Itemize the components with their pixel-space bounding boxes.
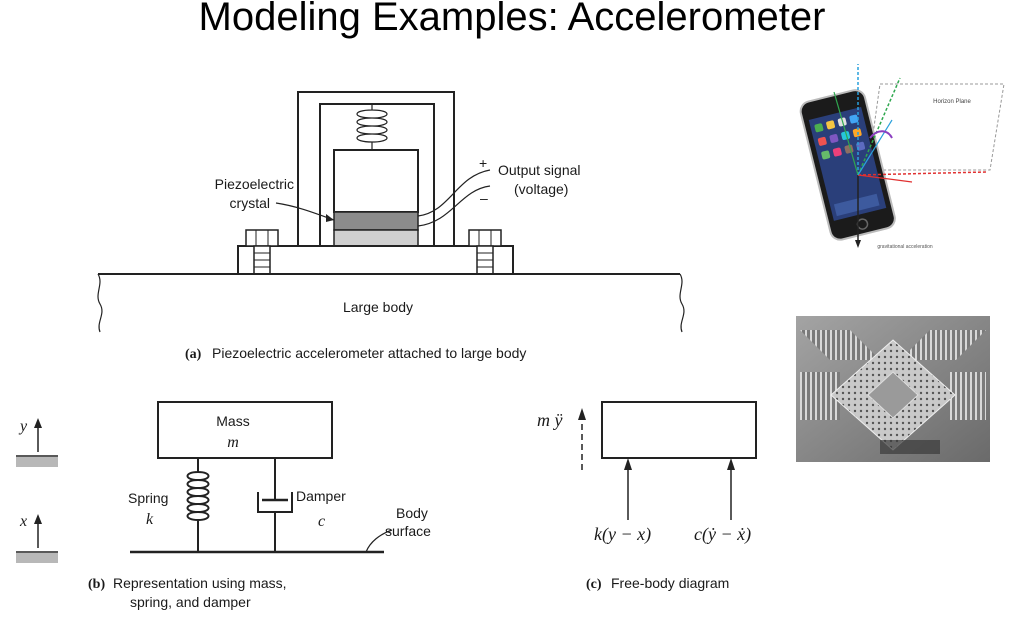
- comb-array-top-left: [800, 330, 880, 360]
- damper-label: Damper: [296, 488, 346, 504]
- mass-block: [157, 401, 333, 459]
- axis-x-device: [857, 174, 913, 183]
- large-body-break-right: [679, 273, 685, 333]
- damper-symbol: c: [318, 513, 325, 530]
- output-label-line1: Output signal: [498, 162, 581, 178]
- large-body-label: Large body: [343, 299, 413, 315]
- caption-c-tag: (c): [586, 577, 602, 592]
- spring-force-arrow-head: [624, 458, 632, 470]
- motion-indicators: y x: [16, 418, 58, 563]
- horizon-plane: [867, 83, 1005, 171]
- caption-b-line2: spring, and damper: [130, 594, 251, 610]
- rotation-arc: [869, 130, 893, 139]
- y-arrow-head: [34, 418, 42, 428]
- comb-array-left: [800, 372, 840, 420]
- housing-inner: [319, 103, 435, 246]
- comb-array-top-right: [900, 330, 986, 360]
- piezo-label-line1: Piezoelectric: [215, 176, 294, 192]
- figure-c-free-body: m ÿ k(y − x) c(ẏ − ẋ) (c) Free-body diag…: [537, 401, 757, 592]
- damper: [257, 458, 293, 552]
- body-surface-line1: Body: [396, 505, 428, 521]
- plus-sign: +: [479, 155, 487, 171]
- slide-title: Modeling Examples: Accelerometer: [199, 0, 826, 39]
- spring-force-label: k(y − x): [594, 524, 651, 545]
- inertia-arrow-head: [578, 408, 586, 420]
- gravity-arrow-head: [855, 240, 861, 248]
- sem-scale-bar: [880, 440, 940, 454]
- y-label: y: [18, 418, 28, 435]
- caption-a-tag: (a): [185, 347, 202, 362]
- gravity-label: gravitational acceleration: [877, 244, 933, 250]
- comb-array-right: [950, 372, 986, 420]
- axis-y-device: [833, 91, 859, 176]
- caption-a-text: Piezoelectric accelerometer attached to …: [212, 345, 526, 361]
- caption-c-text: Free-body diagram: [611, 575, 729, 591]
- axis-y-green: [857, 77, 901, 176]
- x-ground-fill: [16, 553, 58, 563]
- axis-x-red: [857, 171, 987, 176]
- lead-negative: [417, 185, 491, 227]
- proof-mass-center: [867, 371, 919, 419]
- bolt-left: [245, 229, 279, 275]
- large-body-break-left: [97, 273, 103, 333]
- base-plate: [237, 245, 514, 275]
- lead-positive: [417, 169, 491, 217]
- caption-b-line1: Representation using mass,: [113, 575, 287, 591]
- piezo-crystal-light: [333, 229, 419, 247]
- piezo-crystal-dark: [333, 211, 419, 231]
- figure-b-model: Mass m Spring k Damper c Body surface (b…: [88, 401, 431, 610]
- piezo-pointer-head: [326, 214, 334, 222]
- minus-sign: –: [480, 190, 488, 206]
- fbd-mass-block: [601, 401, 757, 459]
- caption-b-tag: (b): [88, 577, 105, 592]
- spring: [186, 458, 210, 552]
- y-ground-fill: [16, 457, 58, 467]
- housing-outer: [297, 91, 455, 246]
- mass-label: Mass: [216, 413, 249, 429]
- figure-a-accelerometer: + – Output signal (voltage) Piezoelectri…: [97, 91, 685, 362]
- body-surface-line2: surface: [385, 523, 431, 539]
- piezo-pointer: [275, 202, 335, 221]
- mass-symbol: m: [227, 434, 239, 451]
- seismic-mass: [333, 149, 419, 213]
- damper-force-arrow-head: [727, 458, 735, 470]
- body-surface-pointer: [365, 529, 393, 553]
- x-arrow-head: [34, 514, 42, 524]
- phone-axes-image: Horizon Plane gravi: [799, 64, 1005, 250]
- horizon-plane-label: Horizon Plane: [933, 99, 971, 105]
- axis-z-device: [857, 119, 893, 176]
- x-label: x: [19, 513, 27, 530]
- housing-spring: [356, 104, 388, 150]
- output-label-line2: (voltage): [514, 181, 568, 197]
- mems-sem-image: [796, 316, 990, 462]
- spring-symbol: k: [146, 511, 154, 528]
- phone-body: [799, 89, 896, 241]
- piezo-label-line2: crystal: [230, 195, 270, 211]
- inertia-label: m ÿ: [537, 410, 563, 430]
- spring-label: Spring: [128, 490, 168, 506]
- damper-force-label: c(ẏ − ẋ): [694, 524, 751, 545]
